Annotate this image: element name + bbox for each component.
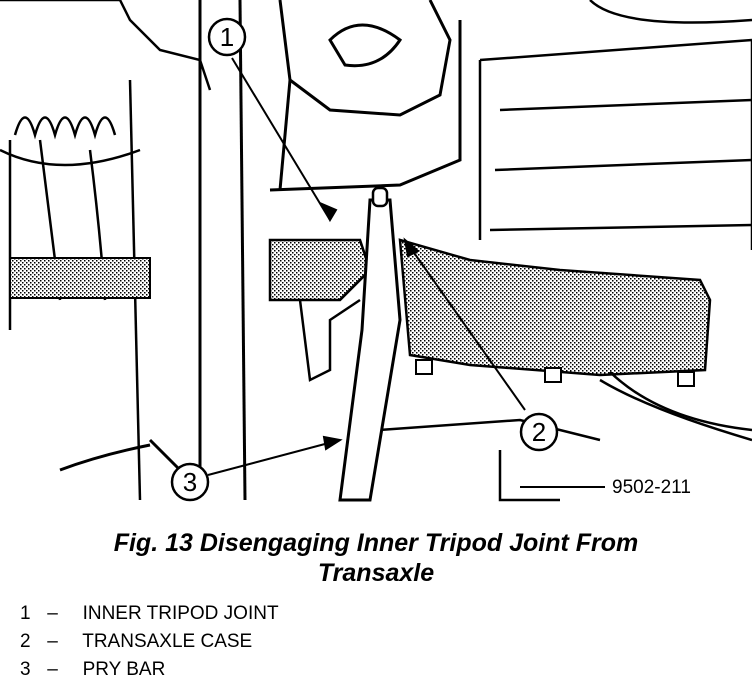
callout-3: 3 bbox=[170, 462, 210, 502]
tripod-lower-flange bbox=[298, 298, 361, 382]
legend-separator: – bbox=[47, 631, 58, 652]
axle-boot bbox=[0, 0, 212, 501]
legend-number: 1 bbox=[20, 603, 31, 624]
caption-line-2: Transaxle bbox=[317, 559, 435, 587]
legend-label: TRANSAXLE CASE bbox=[82, 631, 253, 652]
leader-lines bbox=[207, 57, 605, 488]
inner-tripod-joint bbox=[268, 238, 372, 302]
caption-line-1: Fig. 13 Disengaging Inner Tripod Joint F… bbox=[113, 529, 639, 557]
legend-item: 1 – INNER TRIPOD JOINT bbox=[20, 600, 279, 628]
legend: 1 – INNER TRIPOD JOINT 2 – TRANSAXLE CAS… bbox=[20, 600, 279, 684]
lower-right-detail bbox=[379, 371, 752, 502]
legend-separator: – bbox=[47, 603, 58, 624]
boot-shaded-band bbox=[9, 257, 151, 299]
callout-2-label: 2 bbox=[532, 417, 546, 447]
legend-item: 2 – TRANSAXLE CASE bbox=[20, 628, 279, 656]
legend-number: 3 bbox=[20, 659, 31, 680]
pry-bar-tip bbox=[371, 186, 389, 208]
upper-housing bbox=[269, 0, 462, 192]
pry-bar bbox=[338, 198, 402, 502]
legend-label: PRY BAR bbox=[82, 659, 166, 680]
legend-separator: – bbox=[47, 659, 58, 680]
technical-illustration: 1 2 3 9502-211 bbox=[0, 0, 752, 502]
callout-2: 2 bbox=[519, 412, 559, 452]
callout-3-label: 3 bbox=[183, 467, 197, 497]
ribbed-housing bbox=[478, 0, 752, 250]
legend-item: 3 – PRY BAR bbox=[20, 656, 279, 684]
callout-1-label: 1 bbox=[220, 22, 234, 52]
legend-label: INNER TRIPOD JOINT bbox=[82, 603, 279, 624]
transaxle-case bbox=[398, 238, 712, 377]
figure-id: 9502-211 bbox=[612, 477, 691, 498]
strut-member bbox=[59, 0, 247, 501]
legend-number: 2 bbox=[20, 631, 31, 652]
figure-caption: Fig. 13 Disengaging Inner Tripod Joint F… bbox=[0, 528, 752, 588]
callout-1: 1 bbox=[207, 17, 247, 57]
case-bolts bbox=[415, 359, 695, 387]
